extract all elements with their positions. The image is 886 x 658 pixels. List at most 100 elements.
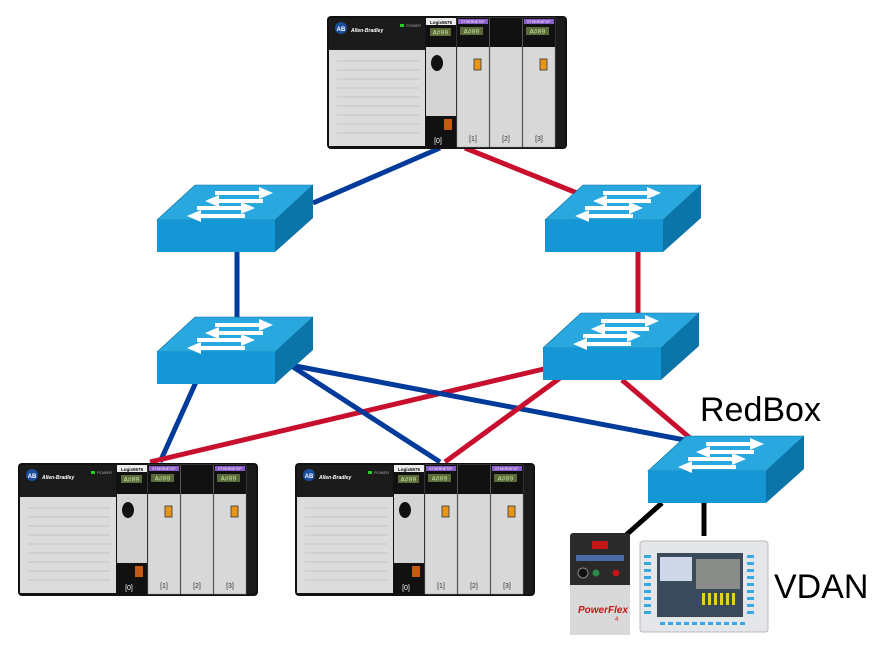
function-key [732,622,737,625]
module-label: ETHERNET/IP [527,20,551,24]
function-key [740,622,745,625]
power-supply-header [329,18,425,50]
network-link [157,380,199,464]
network-link [149,365,549,465]
sd-card [444,119,452,130]
module-display [217,474,240,482]
screen-panel [660,557,692,581]
slot-label: [1] [437,583,445,590]
arrow [696,446,754,458]
ab-logo-text: AB [337,27,346,33]
arrow [215,187,273,199]
module-display [428,474,451,482]
controller-label-bg [426,18,456,25]
function-key [668,622,673,625]
arrow [205,195,263,207]
function-key [724,622,729,625]
module-label: ETHERNET/IP [429,467,453,471]
switch-front [157,220,275,252]
power-supply [329,50,425,146]
arrow [187,210,245,222]
module-label: ETHERNET/IP [495,467,519,471]
ab-logo-text: AB [305,474,314,480]
power-supply [297,497,393,593]
module-header [458,465,490,494]
vdan-label: VDAN [774,568,869,606]
screen-bar [732,593,735,605]
arrow [601,315,659,327]
network-link [620,378,692,440]
ab-logo-text: AB [28,474,37,480]
arrow [575,210,633,222]
ab-logo [335,22,347,34]
power-text: POWER [374,470,389,475]
module-label: ETHERNET/IP [461,20,485,24]
slot-label: [0] [402,585,410,592]
sd-card [412,566,420,577]
controller-display-text: A#09 [401,477,417,484]
stop-button [612,569,620,577]
arrow [603,187,661,199]
function-key [747,611,754,614]
function-key [747,597,754,600]
slot-label: [3] [535,136,543,143]
network-link [464,145,583,198]
sd-card [135,566,143,577]
module-label-bg [426,466,456,471]
module-display-text: A#09 [498,476,514,483]
network-link [288,362,442,465]
function-key [747,569,754,572]
controller-display [430,28,451,36]
arrow [591,323,649,335]
brand-text: Allen-Bradley [318,475,351,481]
module-label-bg [524,19,554,24]
controller-display-text: A#09 [433,30,449,37]
function-key [747,576,754,579]
ab-logo [26,469,38,481]
switch-front [648,471,766,503]
function-key [660,622,665,625]
module-header [490,18,522,47]
function-key [747,555,754,558]
arrow [197,334,255,346]
arrows-icon [187,319,273,354]
switch-top-right [544,184,702,252]
function-key [644,562,651,565]
ethernet-port [539,58,548,71]
screen-graphic [696,559,740,589]
ab-logo [303,469,315,481]
redbox-label: RedBox [700,391,821,429]
arrow [678,461,736,473]
network-link [289,362,691,444]
drive-brand: PowerFlex [578,605,628,616]
module-display [151,474,174,482]
module-display-text: A#09 [464,29,480,36]
controller-name: Logix5575 [430,20,453,25]
module-label-bg [149,466,179,471]
switch-side [661,313,699,380]
switch-side [766,436,804,503]
switch-side [275,185,313,252]
function-key [708,622,713,625]
switch-front [157,352,275,384]
switch-side [275,317,313,384]
ethernet-port [441,505,450,518]
function-key [700,622,705,625]
end-cap [524,465,533,594]
power-supply [20,497,116,593]
slot-label: [1] [160,583,168,590]
function-key [716,622,721,625]
arrow [187,342,245,354]
keyswitch-icon [431,55,443,71]
controller-label-bg [117,465,147,472]
arrows-icon [573,315,659,350]
function-key [644,597,651,600]
slot-label: [3] [503,583,511,590]
switch-mid-left [156,316,314,384]
